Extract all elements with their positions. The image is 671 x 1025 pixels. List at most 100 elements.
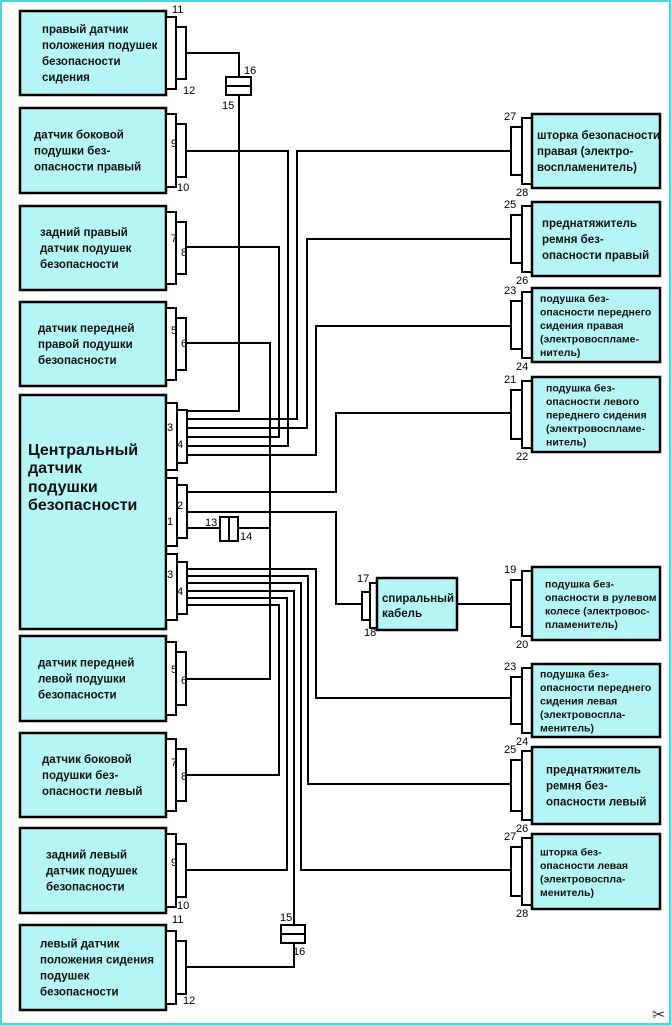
- tools-icon: ✂: [652, 1005, 665, 1024]
- pin-label: 16: [293, 946, 305, 958]
- component-label-line: задний левый: [46, 850, 127, 862]
- component-label-line: датчик передней: [38, 323, 135, 335]
- component-label-line: опасности левого: [546, 396, 639, 408]
- component-label-line: безопасности: [38, 690, 117, 702]
- central-label-line: безопасности: [28, 497, 137, 514]
- pin-label: 7: [171, 757, 177, 769]
- pin-label: 28: [516, 187, 528, 199]
- component-label-line: безопасности: [40, 987, 119, 999]
- component-label-line: опасности переднего: [540, 307, 651, 319]
- wire-curtain-left: [187, 582, 511, 871]
- component-label-line: (электровоспла-: [540, 709, 626, 721]
- pin-label: 21: [504, 374, 516, 386]
- wire-left-seat-position: [187, 590, 295, 925]
- pin-label: 11: [172, 914, 183, 926]
- component-label-line: безопасности: [46, 882, 125, 894]
- wire-side-right-to-central: [186, 150, 289, 447]
- component-label-line: правая (электро-: [537, 146, 633, 158]
- component-label-line: левой подушки: [38, 674, 126, 686]
- wire-side-left: [186, 604, 280, 776]
- component-label-line: опасности правый: [34, 162, 141, 174]
- pin-label: 25: [504, 744, 516, 756]
- component-label-line: нитель): [540, 347, 580, 359]
- pin-label: 26: [516, 275, 528, 287]
- pin-label: 6: [181, 675, 187, 687]
- pin-label: 1: [167, 516, 173, 528]
- component-label-line: левый датчик: [40, 939, 120, 951]
- pin-label: 19: [504, 564, 516, 576]
- component-label-line: преднатяжитель: [542, 218, 637, 230]
- pin-label: 11: [172, 4, 183, 16]
- spiral-cable-label: спиральный: [382, 593, 454, 605]
- component-label-line: датчик передней: [38, 658, 135, 670]
- wire-pretensioner-left: [187, 575, 511, 785]
- pin-label: 5: [171, 325, 177, 337]
- pin-label: 14: [240, 531, 252, 543]
- component-label-line: нитель): [546, 437, 586, 449]
- component-label-line: (электровоспламе-: [546, 423, 646, 435]
- component-label-line: безопасности: [42, 56, 121, 68]
- wire-rear-left: [186, 597, 288, 871]
- component-label-line: положения сидения: [40, 955, 154, 967]
- component-label-line: правой подушки: [38, 339, 133, 351]
- component-label-line: опасности левый: [42, 786, 142, 798]
- component-label-line: ремня без-: [546, 781, 608, 793]
- component-left-curtain-airbag: шторка без-опасности левая(электровоспла…: [504, 831, 662, 920]
- pin-label: 7: [171, 233, 177, 245]
- wire-central-pin1: [187, 511, 362, 605]
- component-label-line: преднатяжитель: [546, 765, 641, 777]
- wire-left-seat-position-lower: [186, 943, 295, 968]
- pin-label: 20: [516, 639, 528, 651]
- component-label-line: шторка без-: [540, 846, 602, 858]
- pin-label: 13: [205, 517, 217, 529]
- component-label-line: опасности правый: [542, 250, 649, 262]
- component-right-seatbelt-pretensioner: преднатяжитель ремня без-опасности правый…: [504, 199, 662, 287]
- pin-label: 9: [171, 138, 177, 150]
- pin-label: 28: [516, 908, 528, 920]
- pin-label: 26: [516, 823, 528, 835]
- component-label-line: менитель): [540, 887, 594, 899]
- pin-label: 25: [504, 199, 516, 211]
- component-label-line: сидения: [42, 72, 90, 84]
- component-label-line: воспламенитель): [537, 162, 637, 174]
- central-airbag-sensor: Центральный датчик подушки безопасности …: [18, 393, 188, 631]
- pin-label: 8: [181, 771, 187, 783]
- component-label-line: менитель): [540, 723, 594, 735]
- spiral-cable: спиральный кабель 17 18: [357, 573, 459, 639]
- pin-label: 27: [504, 111, 516, 123]
- pin-label: 9: [171, 857, 177, 869]
- pin-label: 24: [516, 361, 528, 373]
- component-label-line: датчик боковой: [42, 754, 132, 766]
- connector-15-16-bottom: 15 16: [280, 912, 306, 958]
- wires: [186, 52, 511, 968]
- wire-pretensioner-right: [187, 238, 511, 429]
- component-label-line: подушка без-: [545, 578, 615, 590]
- pin-label: 24: [516, 736, 528, 748]
- pin-label: 12: [183, 995, 195, 1007]
- central-label-line: подушки: [28, 479, 98, 496]
- component-label-line: опасности переднего: [540, 682, 651, 694]
- component-label-line: ремня без-: [542, 234, 604, 246]
- pin-label: 23: [504, 285, 516, 297]
- wire-seat-airbag-left: [187, 568, 511, 699]
- component-label-line: правый датчик: [42, 24, 129, 36]
- wire-right-seat-position: [186, 52, 240, 412]
- pin-label: 6: [181, 338, 187, 350]
- component-label-line: подушка без-: [546, 383, 616, 395]
- connector-13-14: 13 14: [205, 516, 252, 543]
- pin-label: 15: [222, 100, 234, 112]
- spiral-cable-label: кабель: [382, 608, 422, 620]
- pin-label: 4: [177, 439, 183, 451]
- central-label-line: Центральный: [28, 442, 138, 459]
